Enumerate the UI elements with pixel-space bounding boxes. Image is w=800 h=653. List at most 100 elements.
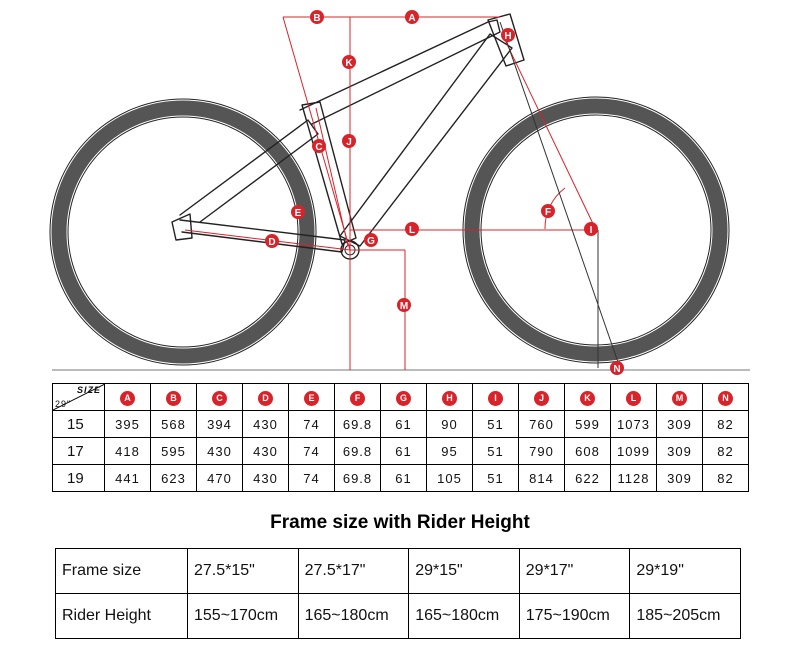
col-header-d: D xyxy=(242,383,289,411)
value-cell: 430 xyxy=(242,464,289,492)
geometry-table: SIZE 29" A B C D E F G H I J K L M N 15 … xyxy=(52,383,749,492)
value-cell: 394 xyxy=(196,410,243,438)
value-cell: 69.8 xyxy=(334,410,381,438)
col-header-l: L xyxy=(610,383,657,411)
col-header-b: B xyxy=(150,383,197,411)
table-row: 19 441 623 470 430 74 69.8 61 105 51 814… xyxy=(52,464,749,492)
value-cell: 51 xyxy=(472,437,519,465)
value-cell: 1073 xyxy=(610,410,657,438)
value-cell: 51 xyxy=(472,464,519,492)
value-cell: 470 xyxy=(196,464,243,492)
frame-size-cell: 29*19" xyxy=(629,548,741,594)
value-cell: 395 xyxy=(104,410,151,438)
value-cell: 69.8 xyxy=(334,464,381,492)
svg-text:J: J xyxy=(346,137,352,148)
geometry-header-row: SIZE 29" A B C D E F G H I J K L M N xyxy=(52,383,749,411)
size-cell: 19 xyxy=(52,464,105,492)
col-header-i: I xyxy=(472,383,519,411)
rider-height-cell: 175~190cm xyxy=(518,593,631,639)
rider-height-cell: 155~170cm xyxy=(187,593,299,639)
value-cell: 61 xyxy=(380,437,427,465)
value-cell: 309 xyxy=(656,464,703,492)
svg-text:M: M xyxy=(400,301,408,312)
frame-size-row: Frame size 27.5*15" 27.5*17" 29*15" 29*1… xyxy=(55,548,741,594)
label-c-marker: C xyxy=(312,139,326,153)
value-cell: 74 xyxy=(288,464,335,492)
col-header-e: E xyxy=(288,383,335,411)
value-cell: 90 xyxy=(426,410,473,438)
value-cell: 430 xyxy=(242,410,289,438)
value-cell: 760 xyxy=(518,410,565,438)
svg-text:G: G xyxy=(367,236,375,247)
rider-height-title: Frame size with Rider Height xyxy=(270,512,530,533)
table-row: 17 418 595 430 430 74 69.8 61 95 51 790 … xyxy=(52,437,749,465)
svg-text:A: A xyxy=(408,13,415,24)
col-header-a: A xyxy=(104,383,151,411)
svg-text:N: N xyxy=(613,364,620,375)
label-h-marker: H xyxy=(501,28,515,42)
svg-text:B: B xyxy=(313,13,320,24)
svg-text:D: D xyxy=(268,237,275,248)
value-cell: 82 xyxy=(702,410,749,438)
label-d-marker: D xyxy=(265,234,279,248)
frame-size-label: Frame size xyxy=(55,548,188,594)
frame-size-cell: 29*15" xyxy=(408,548,520,594)
value-cell: 82 xyxy=(702,464,749,492)
value-cell: 430 xyxy=(196,437,243,465)
label-i-marker: I xyxy=(584,222,598,236)
value-cell: 61 xyxy=(380,410,427,438)
value-cell: 568 xyxy=(150,410,197,438)
value-cell: 623 xyxy=(150,464,197,492)
frame-size-cell: 27.5*15" xyxy=(187,548,299,594)
svg-text:I: I xyxy=(590,225,593,236)
value-cell: 790 xyxy=(518,437,565,465)
label-e-marker: E xyxy=(291,205,305,219)
size-corner-cell: SIZE 29" xyxy=(52,383,105,411)
col-header-f: F xyxy=(334,383,381,411)
value-cell: 309 xyxy=(656,410,703,438)
rider-height-table: Frame size 27.5*15" 27.5*17" 29*15" 29*1… xyxy=(55,548,741,639)
rider-height-cell: 165~180cm xyxy=(408,593,520,639)
bike-frame-drawing: A B C D E F G H I J K L M N xyxy=(49,10,750,375)
value-cell: 95 xyxy=(426,437,473,465)
value-cell: 599 xyxy=(564,410,611,438)
value-cell: 608 xyxy=(564,437,611,465)
col-header-n: N xyxy=(702,383,749,411)
label-a-marker: A xyxy=(405,10,419,24)
value-cell: 105 xyxy=(426,464,473,492)
label-n-marker: N xyxy=(610,361,624,375)
size-cell: 15 xyxy=(52,410,105,438)
rider-height-row: Rider Height 155~170cm 165~180cm 165~180… xyxy=(55,593,741,639)
label-f-marker: F xyxy=(541,204,555,218)
size-cell: 17 xyxy=(52,437,105,465)
value-cell: 622 xyxy=(564,464,611,492)
svg-text:E: E xyxy=(295,208,302,219)
value-cell: 309 xyxy=(656,437,703,465)
label-l-marker: L xyxy=(405,222,419,236)
label-g-marker: G xyxy=(364,233,378,247)
value-cell: 51 xyxy=(472,410,519,438)
svg-text:F: F xyxy=(545,207,551,218)
label-j-marker: J xyxy=(342,134,356,148)
label-b-marker: B xyxy=(310,10,324,24)
value-cell: 74 xyxy=(288,437,335,465)
col-header-c: C xyxy=(196,383,243,411)
wheel-corner-label: 29" xyxy=(55,399,72,409)
value-cell: 1099 xyxy=(610,437,657,465)
svg-text:L: L xyxy=(409,225,415,236)
value-cell: 418 xyxy=(104,437,151,465)
svg-text:H: H xyxy=(504,31,511,42)
svg-text:C: C xyxy=(315,142,322,153)
rider-height-label: Rider Height xyxy=(55,593,188,639)
value-cell: 61 xyxy=(380,464,427,492)
value-cell: 595 xyxy=(150,437,197,465)
value-cell: 814 xyxy=(518,464,565,492)
frame-size-cell: 29*17" xyxy=(518,548,631,594)
value-cell: 69.8 xyxy=(334,437,381,465)
col-header-k: K xyxy=(564,383,611,411)
label-k-marker: K xyxy=(342,55,356,69)
col-header-m: M xyxy=(656,383,703,411)
frame-outline xyxy=(171,13,525,260)
value-cell: 74 xyxy=(288,410,335,438)
svg-text:K: K xyxy=(345,58,353,69)
